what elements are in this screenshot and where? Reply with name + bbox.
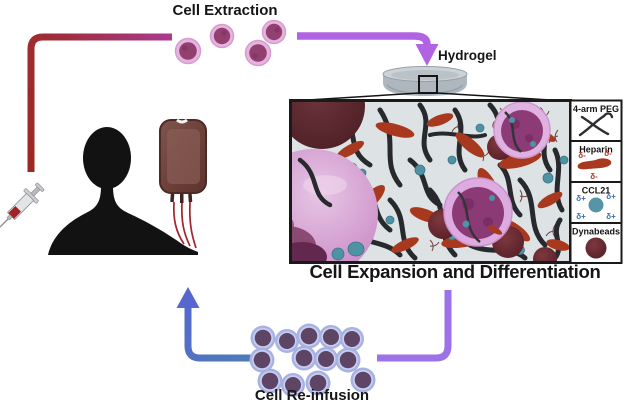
charge-label: δ+	[576, 194, 586, 203]
extracted-cells	[174, 19, 287, 67]
blood-bag-icon	[159, 118, 207, 249]
extraction-title: Cell Extraction	[172, 2, 278, 19]
large-dynabead-sphere	[292, 102, 365, 149]
cell	[244, 39, 272, 67]
reinfusion-path	[176, 287, 452, 362]
ccl21-icon	[588, 197, 604, 213]
syringe-icon	[0, 182, 45, 230]
human-silhouette	[48, 127, 198, 255]
legend-label: CCL21	[582, 186, 611, 196]
reinfusion-arrowhead	[176, 287, 200, 308]
expansion-title: Cell Expansion and Differentiation	[309, 261, 601, 282]
charge-label: δ+	[606, 192, 616, 201]
cluster-cells	[249, 323, 376, 397]
charge-label: δ-	[578, 151, 586, 160]
extraction-path	[27, 33, 172, 172]
dynabead-icon	[585, 237, 607, 259]
charge-label: δ-	[590, 172, 598, 181]
legend-item-heparin: Heparin δ- δ- δ-	[569, 140, 623, 183]
large-pink-cell	[292, 149, 378, 261]
cell	[209, 23, 235, 49]
legend-item-dynabeads: Dynabeads	[569, 222, 623, 264]
legend-label: Dynabeads	[572, 227, 620, 237]
legend-label: 4-arm PEG	[573, 104, 619, 114]
hydrogel-disc-icon	[291, 66, 568, 102]
peg-strands-icon	[578, 112, 614, 137]
charge-label: δ+	[606, 212, 616, 221]
legend-label: Heparin	[579, 145, 613, 155]
charge-label: δ+	[576, 212, 586, 221]
differentiating-cell-mid	[443, 177, 513, 247]
cell	[261, 19, 287, 45]
legend-item-peg: 4-arm PEG	[569, 99, 623, 142]
legend: 4-arm PEG Heparin δ- δ- δ- CCL21 δ+ δ+ δ…	[569, 99, 623, 264]
hydrogel-title: Hydrogel	[438, 48, 497, 63]
zoom-region-square	[418, 75, 438, 94]
reinfusion-title: Cell Re-infusion	[254, 387, 370, 404]
differentiating-cell-top	[493, 102, 551, 159]
legend-item-ccl21: CCL21 δ+ δ+ δ+ δ+	[569, 181, 623, 224]
charge-label: δ-	[604, 149, 612, 158]
heparin-icon	[577, 158, 612, 170]
hydrogel-arrow	[297, 32, 439, 66]
reinfused-cell-cluster	[249, 323, 376, 397]
cell	[174, 37, 202, 65]
